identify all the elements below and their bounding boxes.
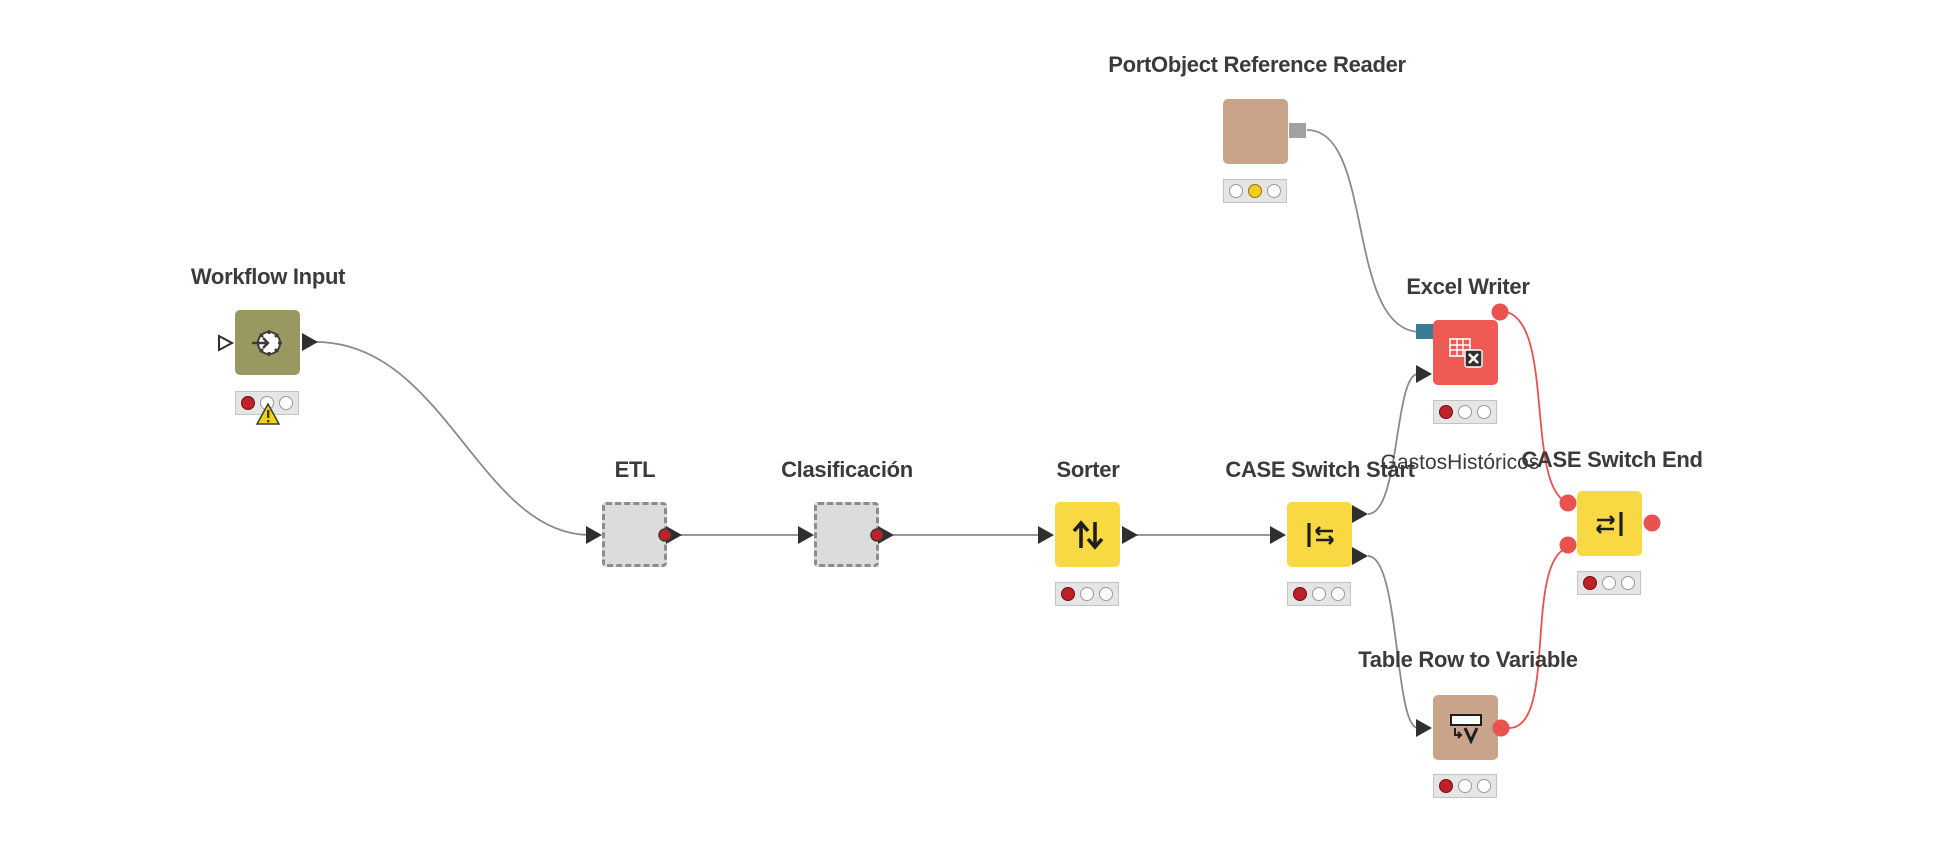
port-object-output-port-icon[interactable]	[1288, 122, 1308, 140]
node-title: Excel Writer	[1406, 274, 1530, 299]
flow-variable-output-port-icon[interactable]	[1642, 513, 1662, 533]
connection-workflow-input-to-etl[interactable]	[315, 341, 591, 536]
node-title: Workflow Input	[190, 264, 346, 289]
connection-case-switch-start-to-excel-writer[interactable]	[1367, 373, 1419, 515]
status-light-red-icon	[1583, 576, 1598, 590]
data-output-port-2-icon[interactable]	[1350, 545, 1370, 567]
excel-icon	[1448, 337, 1483, 368]
node-title: Sorter	[1056, 457, 1120, 482]
connection-portobject-reader-to-excel-writer[interactable]	[1306, 129, 1421, 333]
node-title: Clasificación	[781, 457, 913, 482]
status-light-off-icon	[1476, 405, 1491, 419]
status-traffic-light	[1223, 179, 1287, 203]
status-light-off-icon	[1457, 779, 1472, 793]
metanode-output-port-icon[interactable]	[656, 524, 686, 546]
data-output-port-icon[interactable]	[1120, 524, 1140, 546]
status-traffic-light	[1055, 582, 1119, 606]
data-output-port-1-icon[interactable]	[1350, 503, 1370, 525]
connection-case-switch-start-to-table-row-to-variable[interactable]	[1367, 555, 1419, 729]
row-to-variable-icon	[1449, 713, 1482, 745]
status-light-off-icon	[1266, 184, 1281, 198]
node-body[interactable]	[1433, 320, 1498, 385]
data-input-port-icon[interactable]	[1268, 524, 1288, 546]
status-light-red-icon	[1439, 779, 1454, 793]
data-input-port-icon[interactable]	[796, 524, 816, 546]
data-input-port-icon[interactable]	[1414, 363, 1434, 385]
node-title: ETL	[614, 457, 656, 482]
status-traffic-light	[1287, 582, 1351, 606]
metanode-output-port-icon[interactable]	[868, 524, 898, 546]
data-input-port-icon[interactable]	[1036, 524, 1056, 546]
status-light-off-icon	[278, 396, 293, 410]
node-body[interactable]	[1055, 502, 1120, 567]
flow-variable-input-port-1-icon[interactable]	[1558, 493, 1578, 513]
node-body[interactable]	[235, 310, 300, 375]
case-switch-start-icon	[1306, 522, 1334, 547]
workflow-input-icon	[251, 329, 282, 356]
status-light-red-icon	[1061, 587, 1076, 601]
case-switch-end-icon	[1595, 511, 1623, 536]
status-light-yellow-icon	[1247, 184, 1262, 198]
node-body[interactable]	[1433, 695, 1498, 760]
status-light-off-icon	[1229, 184, 1244, 198]
file-system-input-port-icon[interactable]	[1415, 323, 1435, 341]
status-traffic-light	[1433, 774, 1497, 798]
status-light-red-icon	[1439, 405, 1454, 419]
node-body[interactable]	[1577, 491, 1642, 556]
connection-table-row-to-variable-to-case-switch-end[interactable]	[1508, 545, 1576, 729]
node-annotation[interactable]: GastosHistóricos	[1380, 451, 1540, 474]
status-light-off-icon	[1620, 576, 1635, 590]
flow-variable-port-icon[interactable]	[1490, 302, 1510, 322]
status-light-off-icon	[1601, 576, 1616, 590]
node-title: PortObject Reference Reader	[1108, 52, 1406, 77]
data-input-port-icon[interactable]	[584, 524, 604, 546]
status-traffic-light	[1433, 400, 1497, 424]
status-light-red-icon	[241, 396, 256, 410]
connection-excel-writer-to-case-switch-end[interactable]	[1499, 310, 1576, 505]
node-title: CASE Switch Start	[1225, 457, 1415, 482]
node-title: Table Row to Variable	[1358, 647, 1578, 672]
node-body[interactable]	[1287, 502, 1352, 567]
status-light-off-icon	[1098, 587, 1113, 601]
status-light-red-icon	[1293, 587, 1308, 601]
data-input-port-icon[interactable]	[1414, 717, 1434, 739]
sort-icon	[1072, 519, 1103, 550]
status-light-off-icon	[1457, 405, 1472, 419]
status-light-off-icon	[1079, 587, 1094, 601]
flow-variable-output-port-icon[interactable]	[1491, 718, 1511, 738]
node-title: CASE Switch End	[1521, 447, 1703, 472]
hollow-input-port-icon[interactable]	[216, 333, 236, 353]
status-traffic-light	[1577, 571, 1641, 595]
status-light-off-icon	[1330, 587, 1345, 601]
flow-variable-input-port-2-icon[interactable]	[1558, 535, 1578, 555]
data-output-port-icon[interactable]	[300, 331, 320, 353]
status-light-off-icon	[1476, 779, 1491, 793]
status-light-off-icon	[1311, 587, 1326, 601]
node-body[interactable]	[1223, 99, 1288, 164]
warning-icon[interactable]	[255, 402, 281, 426]
